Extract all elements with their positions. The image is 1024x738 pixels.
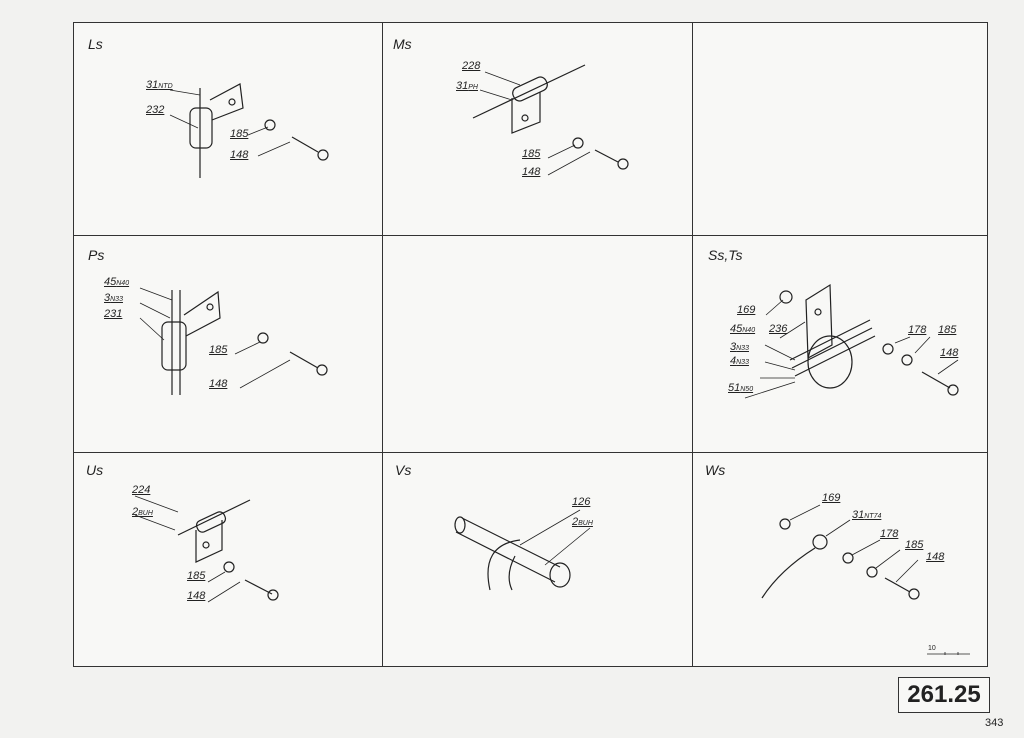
- panel-title: Ws: [705, 462, 726, 478]
- part-label: 3N33: [104, 292, 123, 304]
- part-label: 185: [905, 539, 924, 551]
- scale-label: 10: [928, 645, 936, 652]
- panel-title: Ss,Ts: [708, 247, 743, 263]
- page-number: 343: [985, 717, 1004, 729]
- part-label: 31PH: [456, 80, 478, 92]
- part-label: 148: [187, 590, 206, 602]
- panel-title: Ps: [88, 247, 105, 263]
- part-label: 148: [940, 347, 959, 359]
- part-label: 148: [230, 149, 249, 161]
- part-label: 178: [880, 528, 899, 540]
- part-label: 45N40: [104, 276, 130, 288]
- part-label: 231: [104, 308, 123, 320]
- panel-title: Ls: [88, 36, 103, 52]
- part-label: 185: [522, 148, 541, 160]
- part-label: 148: [522, 166, 541, 178]
- part-label: 169: [822, 492, 841, 504]
- part-label: 185: [938, 324, 957, 336]
- grid-divider: [382, 22, 383, 667]
- part-label: 45N40: [730, 323, 756, 335]
- part-label: 148: [926, 551, 945, 563]
- part-label: 169: [737, 304, 756, 316]
- part-label: 126: [572, 496, 591, 508]
- drawing-code: 261.25: [898, 677, 990, 713]
- part-label: 3N33: [730, 341, 749, 353]
- panel-title: Vs: [395, 462, 412, 478]
- part-label: 224: [132, 484, 151, 496]
- part-label: 4N33: [730, 355, 749, 367]
- grid-divider: [73, 452, 988, 453]
- grid-divider: [692, 22, 693, 667]
- part-label: 31NTD: [146, 79, 173, 91]
- part-label: 232: [146, 104, 165, 116]
- part-label: 51N50: [728, 382, 754, 394]
- panel-title: Ms: [393, 36, 412, 52]
- grid-divider: [73, 235, 988, 236]
- panel-title: Us: [86, 462, 104, 478]
- part-label: 31NT74: [852, 509, 882, 521]
- part-label: 185: [230, 128, 249, 140]
- part-label: 178: [908, 324, 927, 336]
- part-label: 185: [187, 570, 206, 582]
- part-label: 2BUH: [132, 506, 153, 518]
- part-label: 2BUH: [572, 516, 593, 528]
- part-label: 228: [462, 60, 481, 72]
- part-label: 185: [209, 344, 228, 356]
- part-label: 236: [769, 323, 788, 335]
- part-label: 148: [209, 378, 228, 390]
